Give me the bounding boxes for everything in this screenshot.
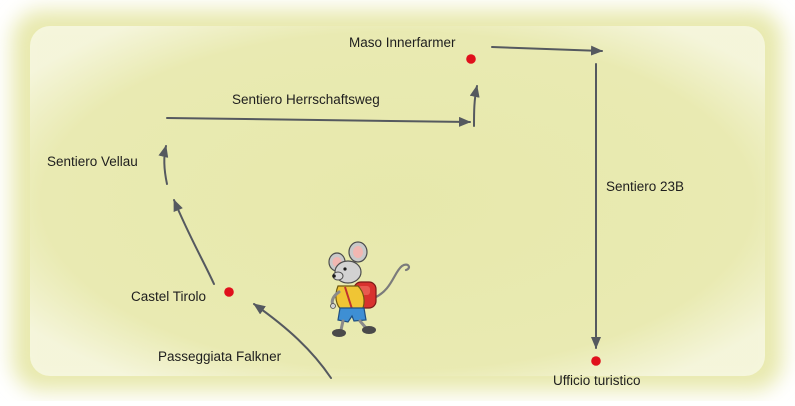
mouse-hiker-icon (328, 241, 411, 337)
route-falkner-arrow (253, 303, 332, 379)
route-up-to-maso-arrow (469, 85, 480, 127)
label-sentiero-23b: Sentiero 23B (606, 179, 685, 194)
label-passeggiata-falkner: Passeggiata Falkner (158, 349, 282, 364)
point-castel-tirolo (224, 287, 234, 297)
route-herrschaftsweg-arrow (166, 116, 471, 127)
label-sentiero-herrschaftsweg: Sentiero Herrschaftsweg (232, 92, 380, 107)
label-maso-innerfarmer: Maso Innerfarmer (349, 35, 456, 50)
point-maso-innerfarmer (466, 54, 476, 64)
route-castel-to-vellau-arrow (173, 199, 215, 285)
route-maso-to-23b-arrow (491, 45, 603, 56)
label-castel-tirolo: Castel Tirolo (131, 289, 207, 304)
route-vellau-arrow (158, 145, 169, 185)
point-ufficio-turistico (591, 356, 601, 366)
label-ufficio-turistico: Ufficio turistico (553, 373, 641, 388)
label-sentiero-vellau: Sentiero Vellau (47, 154, 138, 169)
